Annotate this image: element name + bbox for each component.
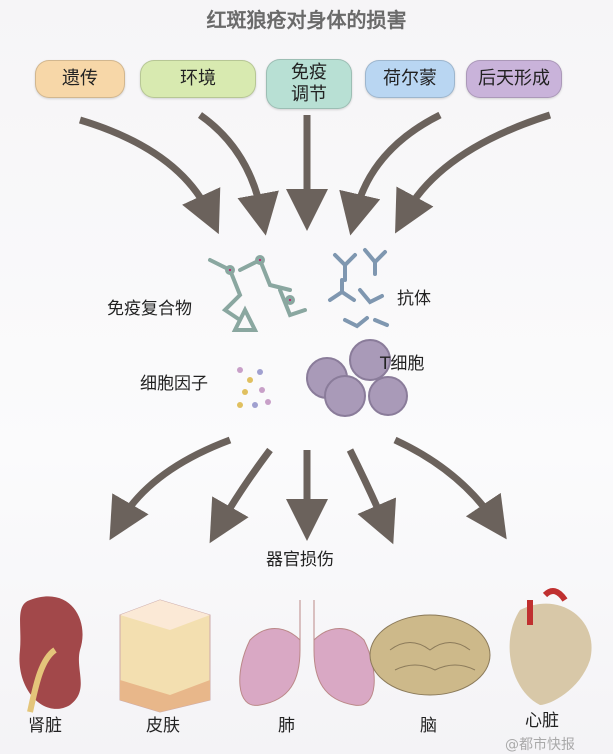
organ-label-heart: 心脏: [525, 711, 559, 731]
organ-damage-label: 器官损伤: [266, 550, 334, 570]
cause-hormone: 荷尔蒙: [365, 60, 455, 98]
cause-label: 遗传: [62, 68, 98, 89]
cause-genetics: 遗传: [35, 60, 125, 98]
organ-label-kidney: 肾脏: [28, 716, 62, 736]
organ-label-brain: 脑: [420, 716, 437, 736]
cause-label: 荷尔蒙: [383, 68, 437, 89]
skin-icon: [119, 599, 211, 713]
antibody-icon: [328, 248, 389, 329]
brain-icon: [369, 614, 491, 696]
diagram-title: 红斑狼疮对身体的损害: [206, 8, 407, 32]
kidney-icon: [19, 596, 83, 713]
watermark: @都市快报: [505, 737, 575, 753]
cause-label: 环境: [180, 68, 216, 89]
arrows-in: [78, 111, 552, 236]
arrows-out: [109, 436, 507, 545]
antibody-label: 抗体: [397, 289, 431, 309]
organ-label-skin: 皮肤: [146, 716, 180, 736]
cause-immune-regulation: 免疫 调节: [266, 59, 352, 109]
organ-label-lung: 肺: [278, 716, 295, 736]
lung-icon: [239, 600, 375, 706]
immune-complex-label: 免疫复合物: [107, 299, 192, 319]
cause-environment: 环境: [140, 60, 256, 98]
t-cell-label: T细胞: [380, 354, 425, 374]
immune-complex-icon: [208, 255, 307, 332]
t-cell-icon: [306, 339, 408, 417]
heart-icon: [509, 588, 592, 705]
cause-label: 后天形成: [478, 68, 550, 89]
cause-label: 免疫 调节: [291, 62, 327, 105]
cytokine-icon: [237, 367, 271, 408]
cause-acquired: 后天形成: [466, 60, 562, 98]
cytokine-label: 细胞因子: [140, 374, 208, 394]
